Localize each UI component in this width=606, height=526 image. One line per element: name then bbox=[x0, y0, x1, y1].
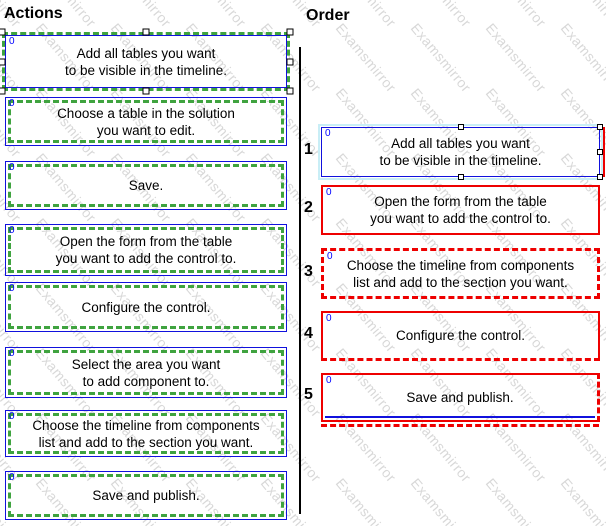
zero-marker: 0 bbox=[326, 187, 332, 198]
drop-target-outline bbox=[321, 424, 599, 427]
action-item-save-publish[interactable]: 0 Save and publish. bbox=[5, 471, 287, 520]
actions-heading: Actions bbox=[4, 5, 63, 22]
order-item-label: Open the form from the table you want to… bbox=[370, 194, 551, 226]
zero-marker: 0 bbox=[9, 36, 15, 47]
action-item-label: Add all tables you want to be visible in… bbox=[64, 45, 228, 78]
action-item-select-area[interactable]: 0 Select the area you want to add compon… bbox=[5, 347, 287, 398]
order-item-label: Choose the timeline from components list… bbox=[346, 257, 575, 290]
resize-handle[interactable] bbox=[0, 58, 6, 65]
order-number-2: 2 bbox=[304, 199, 313, 216]
resize-handle[interactable] bbox=[142, 28, 150, 36]
zero-marker: 0 bbox=[9, 283, 15, 294]
zero-marker: 0 bbox=[326, 375, 332, 386]
resize-handle[interactable] bbox=[597, 174, 603, 180]
resize-handle[interactable] bbox=[457, 124, 464, 130]
resize-handle[interactable] bbox=[597, 149, 603, 155]
drop-indicator-line bbox=[325, 416, 595, 418]
action-item-choose-table[interactable]: 0 Choose a table in the solution you wan… bbox=[5, 97, 287, 146]
order-item-5[interactable]: 0 Save and publish. bbox=[321, 373, 600, 427]
zero-marker: 0 bbox=[9, 348, 15, 359]
resize-handle[interactable] bbox=[286, 58, 294, 65]
order-number-3: 3 bbox=[304, 263, 313, 280]
action-item-label: Choose a table in the solution you want … bbox=[57, 105, 235, 138]
zero-marker: 0 bbox=[325, 128, 331, 139]
order-number-1: 1 bbox=[304, 141, 313, 158]
column-divider bbox=[299, 47, 301, 514]
order-heading: Order bbox=[306, 7, 350, 24]
action-item-label: Choose the timeline from components list… bbox=[32, 417, 260, 450]
drop-indicator-line bbox=[603, 127, 605, 177]
order-number-4: 4 bbox=[304, 325, 313, 342]
zero-marker: 0 bbox=[9, 98, 15, 109]
action-item-label: Configure the control. bbox=[81, 299, 211, 315]
order-item-1[interactable]: 0 Add all tables you want to be visible … bbox=[318, 124, 605, 180]
zero-marker: 0 bbox=[9, 225, 15, 236]
order-number-5: 5 bbox=[304, 386, 313, 403]
order-item-label: Configure the control. bbox=[395, 328, 526, 343]
zero-marker: 0 bbox=[9, 472, 15, 483]
action-item-choose-timeline[interactable]: 0 Choose the timeline from components li… bbox=[5, 410, 287, 457]
zero-marker: 0 bbox=[326, 313, 332, 324]
order-item-label: Add all tables you want to be visible in… bbox=[379, 136, 542, 168]
resize-handle[interactable] bbox=[0, 28, 6, 36]
action-item-save[interactable]: 0 Save. bbox=[5, 161, 287, 210]
action-item-add-all-tables[interactable]: 0 Add all tables you want to be visible … bbox=[0, 28, 294, 95]
zero-marker: 0 bbox=[9, 162, 15, 173]
order-item-3[interactable]: 0 Choose the timeline from components li… bbox=[321, 248, 600, 299]
action-item-label: Open the form from the table you want to… bbox=[55, 234, 237, 266]
resize-handle[interactable] bbox=[286, 28, 294, 36]
action-item-label: Save. bbox=[128, 178, 164, 193]
resize-handle[interactable] bbox=[597, 124, 603, 130]
resize-handle[interactable] bbox=[286, 87, 294, 95]
resize-handle[interactable] bbox=[0, 87, 6, 95]
resize-handle[interactable] bbox=[457, 174, 464, 180]
zero-marker: 0 bbox=[9, 411, 15, 422]
action-item-label: Select the area you want to add componen… bbox=[71, 356, 221, 389]
action-item-open-form[interactable]: 0 Open the form from the table you want … bbox=[5, 224, 287, 276]
action-item-label: Save and publish. bbox=[92, 488, 200, 503]
order-item-2[interactable]: 0 Open the form from the table you want … bbox=[321, 185, 600, 235]
resize-handle[interactable] bbox=[142, 87, 150, 95]
action-item-configure-control[interactable]: 0 Configure the control. bbox=[5, 282, 287, 332]
zero-marker: 0 bbox=[327, 251, 333, 262]
order-item-label: Save and publish. bbox=[406, 390, 514, 405]
order-item-4[interactable]: 0 Configure the control. bbox=[321, 311, 600, 361]
